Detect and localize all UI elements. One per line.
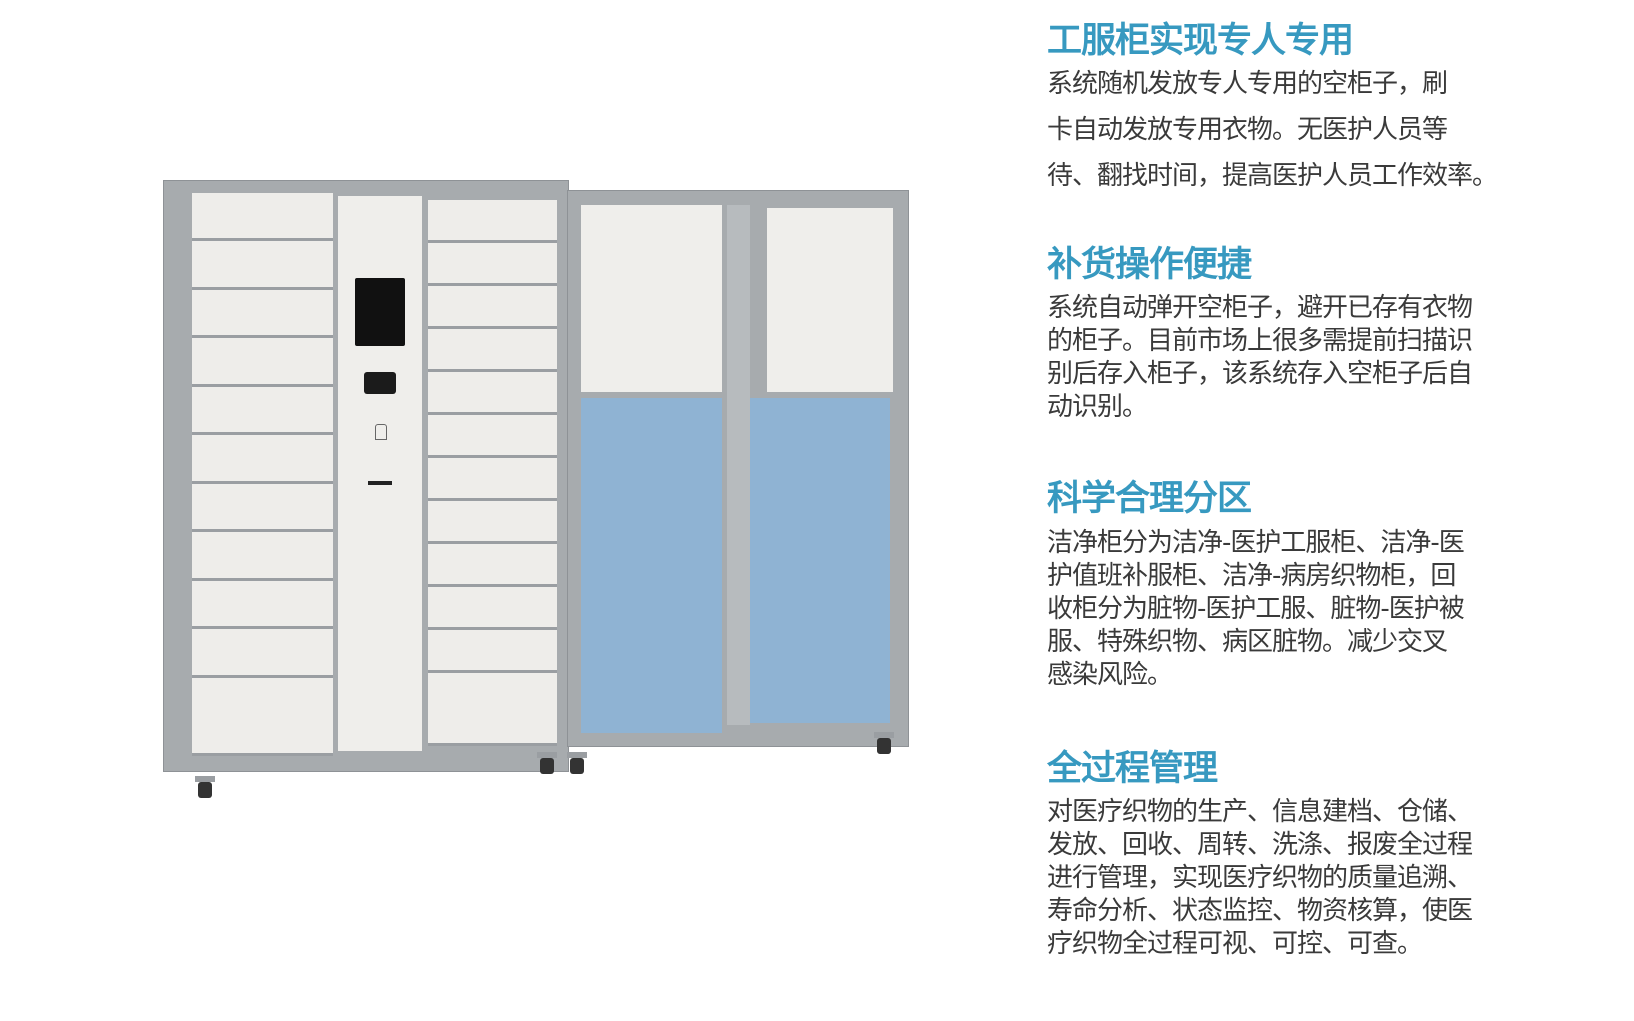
body-line: 洁净柜分为洁净-医护工服柜、洁净-医 [1047,528,1465,558]
body-line: 别后存入柜子，该系统存入空柜子后自 [1047,359,1473,389]
body-line: 系统自动弹开空柜子，避开已存有衣物 [1047,293,1473,323]
body-line: 收柜分为脏物-医护工服、脏物-医护被 [1047,594,1465,624]
body-line: 护值班补服柜、洁净-病房织物柜，回 [1047,561,1456,591]
locker-door [428,286,557,329]
locker-door [428,501,557,544]
locker-door [428,200,557,243]
locker-door [192,241,333,290]
body-line: 服、特殊织物、病区脏物。减少交叉 [1047,627,1448,657]
locker-door [428,630,557,673]
door-bottom-right [750,398,890,723]
body-line: 的柜子。目前市场上很多需提前扫描识 [1047,326,1473,356]
body-line: 疗织物全过程可视、可控、可查。 [1047,929,1423,959]
section-body: 系统自动弹开空柜子，避开已存有衣物 的柜子。目前市场上很多需提前扫描识 别后存入… [1047,292,1473,424]
section-title: 全过程管理 [1047,749,1218,789]
center-pillar [727,205,750,725]
locker-door [192,532,333,581]
section-body: 系统随机发放专人专用的空柜子，刷 卡自动发放专用衣物。无医护人员等 待、翻找时间… [1047,61,1498,199]
section-title: 补货操作便捷 [1047,245,1252,285]
wheel-icon [195,776,215,798]
body-line: 进行管理，实现医疗织物的质量追溯、 [1047,863,1473,893]
locker-door [428,329,557,372]
section-title: 工服柜实现专人专用 [1047,21,1354,61]
body-line: 系统随机发放专人专用的空柜子，刷 [1047,69,1448,99]
section-body: 对医疗织物的生产、信息建档、仓储、 发放、回收、周转、洗涤、报废全过程 进行管理… [1047,796,1473,961]
locker-door [428,372,557,415]
locker-door [192,386,333,436]
locker-door [192,289,333,339]
wheel-icon [567,752,587,774]
locker-door [192,483,333,533]
body-line: 卡自动发放专用衣物。无医护人员等 [1047,115,1448,145]
section-title: 科学合理分区 [1047,479,1252,519]
locker-door [192,629,333,678]
door-bottom-left [581,398,722,733]
body-line: 对医疗织物的生产、信息建档、仓储、 [1047,797,1473,827]
control-panel [338,196,422,751]
section-body: 洁净柜分为洁净-医护工服柜、洁净-医 护值班补服柜、洁净-病房织物柜，回 收柜分… [1047,527,1465,692]
locker-door [192,338,333,387]
body-line: 寿命分析、状态监控、物资核算，使医 [1047,896,1473,926]
locker-door [192,677,333,756]
locker-door [428,415,557,458]
body-line: 待、翻找时间，提高医护人员工作效率。 [1047,161,1498,191]
locker-door [428,587,557,630]
locker-door [192,580,333,630]
locker-door [428,673,557,746]
door-top-right [767,208,893,392]
door-top-left [581,205,722,392]
slot-icon [368,481,392,485]
wheel-icon [874,732,894,754]
body-line: 发放、回收、周转、洗涤、报废全过程 [1047,830,1473,860]
wheel-icon [537,752,557,774]
scanner-icon [375,424,387,440]
locker-door [428,458,557,501]
locker-door [192,435,333,484]
locker-door [428,544,557,587]
body-line: 动识别。 [1047,392,1148,422]
touch-screen [355,278,405,346]
locker-door [428,243,557,286]
body-line: 感染风险。 [1047,660,1173,690]
locker-door [192,193,333,242]
card-reader-icon [364,372,396,394]
